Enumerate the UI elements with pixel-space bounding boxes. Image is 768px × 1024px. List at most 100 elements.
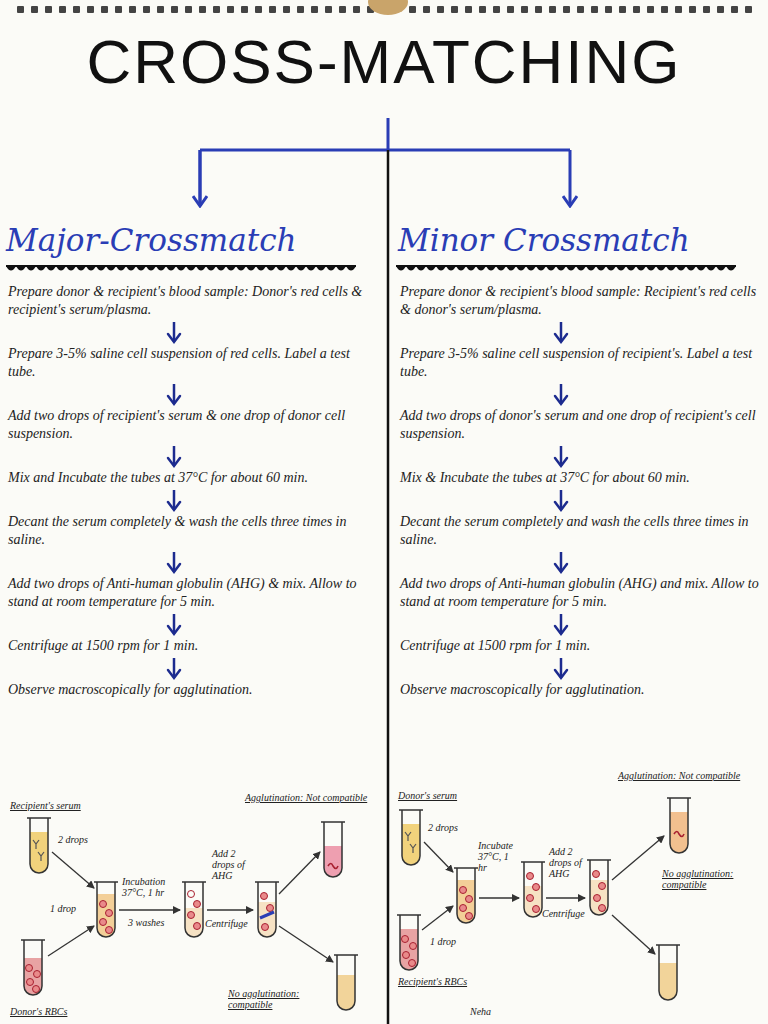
arrow-head — [168, 626, 180, 634]
arrow-head — [168, 564, 180, 572]
rbc-tube — [397, 915, 421, 970]
no-agglutination-tube — [334, 955, 358, 1010]
transfer-arrow — [424, 842, 453, 872]
arrow-head — [555, 564, 567, 572]
agglutination-tube — [321, 822, 345, 877]
process-step: Prepare 3-5% saline cell suspension of r… — [8, 345, 380, 381]
arrow-head — [555, 396, 567, 404]
arrow-head — [168, 334, 180, 342]
process-step: Add two drops of Anti-human globulin (AH… — [400, 575, 762, 611]
mix-tube — [454, 868, 478, 923]
flow-arrow — [168, 614, 180, 634]
result-arrow — [279, 852, 320, 894]
illustration-label: 2 drops — [58, 834, 103, 845]
heading-text: Minor Crossmatch — [398, 220, 758, 260]
washed-tube — [521, 862, 545, 917]
step-text: Prepare 3-5% saline cell suspension of r… — [8, 345, 380, 381]
process-step: Mix and Incubate the tubes at 37°C for a… — [8, 469, 380, 487]
flow-arrow — [555, 322, 567, 342]
heading-scallop — [396, 266, 736, 271]
rbc-tube — [21, 940, 45, 995]
result-arrow — [612, 915, 655, 954]
illustration-label: Add 2 drops of AHG — [212, 848, 250, 881]
result-arrow — [279, 926, 333, 962]
illustration-label: No agglutination: compatible — [228, 988, 328, 1010]
illustration-label: Add 2 drops of AHG — [549, 846, 585, 879]
process-step: Centrifuge at 1500 rpm for 1 min. — [400, 637, 762, 655]
illustration-label: Recipient's RBCs — [398, 976, 508, 987]
process-step: Decant the serum completely & wash the c… — [8, 513, 380, 549]
illustration-label: Donor's RBCs — [10, 1006, 110, 1017]
process-step: Prepare 3-5% saline cell suspension of r… — [400, 345, 762, 381]
illustration-label: Neha — [470, 1006, 550, 1017]
step-text: Add two drops of recipient's serum & one… — [8, 407, 380, 443]
flow-arrow — [555, 614, 567, 634]
arrow-head — [168, 670, 180, 678]
branch-arrow — [199, 150, 202, 206]
step-text: Centrifuge at 1500 rpm for 1 min. — [400, 637, 762, 655]
serum-tube — [27, 818, 51, 873]
ahg-tube — [255, 882, 279, 937]
step-text: Add two drops of Anti-human globulin (AH… — [8, 575, 380, 611]
step-text: Mix and Incubate the tubes at 37°C for a… — [8, 469, 380, 487]
heading-text: Major-Crossmatch — [6, 220, 378, 260]
process-arrow — [546, 897, 585, 898]
step-text: Prepare donor & recipient's blood sample… — [8, 283, 380, 319]
column-heading: Minor Crossmatch — [398, 220, 758, 260]
illustration-label: 1 drop — [50, 903, 90, 914]
flow-arrow — [555, 658, 567, 678]
step-text: Prepare donor & recipient's blood sample… — [400, 283, 762, 319]
result-arrow — [612, 836, 664, 880]
binding-holes — [14, 6, 374, 14]
transfer-arrow — [422, 906, 453, 930]
serum-tube — [399, 810, 423, 865]
transfer-arrow — [48, 926, 94, 956]
flow-arrow — [168, 658, 180, 678]
flow-arrow — [555, 384, 567, 404]
illustration-label: Centrifuge — [205, 918, 255, 929]
step-text: Mix & Incubate the tubes at 37°C for abo… — [400, 469, 762, 487]
heading-scallop — [6, 266, 356, 271]
process-step: Prepare donor & recipient's blood sample… — [400, 283, 762, 319]
flow-arrow — [168, 552, 180, 572]
process-step: Add two drops of recipient's serum & one… — [8, 407, 380, 443]
process-step: Decant the serum completely and wash the… — [400, 513, 762, 549]
washed-tube — [182, 882, 206, 937]
illustration-label: Agglutination: Not compatible — [245, 792, 370, 803]
step-text: Decant the serum completely and wash the… — [400, 513, 762, 549]
poster-title: CROSS-MATCHING — [0, 22, 768, 102]
process-step: Observe macroscopically for agglutinatio… — [8, 681, 380, 699]
binding-holes — [406, 6, 758, 14]
illustration-label: No agglutination: compatible — [662, 868, 762, 890]
flow-arrow — [168, 384, 180, 404]
illustration-label: 1 drop — [430, 936, 470, 947]
step-text: Add two drops of Anti-human globulin (AH… — [400, 575, 762, 611]
column-heading: Major-Crossmatch — [6, 220, 378, 260]
flow-arrow — [168, 490, 180, 510]
illustration-label: 3 washes — [128, 917, 178, 928]
step-text: Observe macroscopically for agglutinatio… — [400, 681, 762, 699]
flow-arrow — [555, 552, 567, 572]
ahg-tube — [587, 860, 611, 915]
flow-arrow — [168, 446, 180, 466]
process-arrow — [479, 897, 519, 898]
illustration-label: 2 drops — [428, 822, 473, 833]
mix-tube — [94, 882, 118, 937]
transfer-arrow — [52, 852, 94, 888]
process-step: Mix & Incubate the tubes at 37°C for abo… — [400, 469, 762, 487]
illustration-label: Incubation 37°C, 1 hr — [122, 876, 180, 898]
process-arrow — [119, 909, 180, 910]
step-text: Prepare 3-5% saline cell suspension of r… — [400, 345, 762, 381]
branch-line — [200, 118, 570, 206]
step-text: Add two drops of donor's serum and one d… — [400, 407, 762, 443]
arrow-head — [168, 458, 180, 466]
step-text: Centrifuge at 1500 rpm for 1 min. — [8, 637, 380, 655]
illustration-label: Recipient's serum — [10, 800, 120, 811]
process-step: Add two drops of donor's serum and one d… — [400, 407, 762, 443]
flow-arrow — [168, 322, 180, 342]
arrow-head — [555, 334, 567, 342]
process-step: Centrifuge at 1500 rpm for 1 min. — [8, 637, 380, 655]
illustration-label: Donor's serum — [398, 790, 498, 801]
